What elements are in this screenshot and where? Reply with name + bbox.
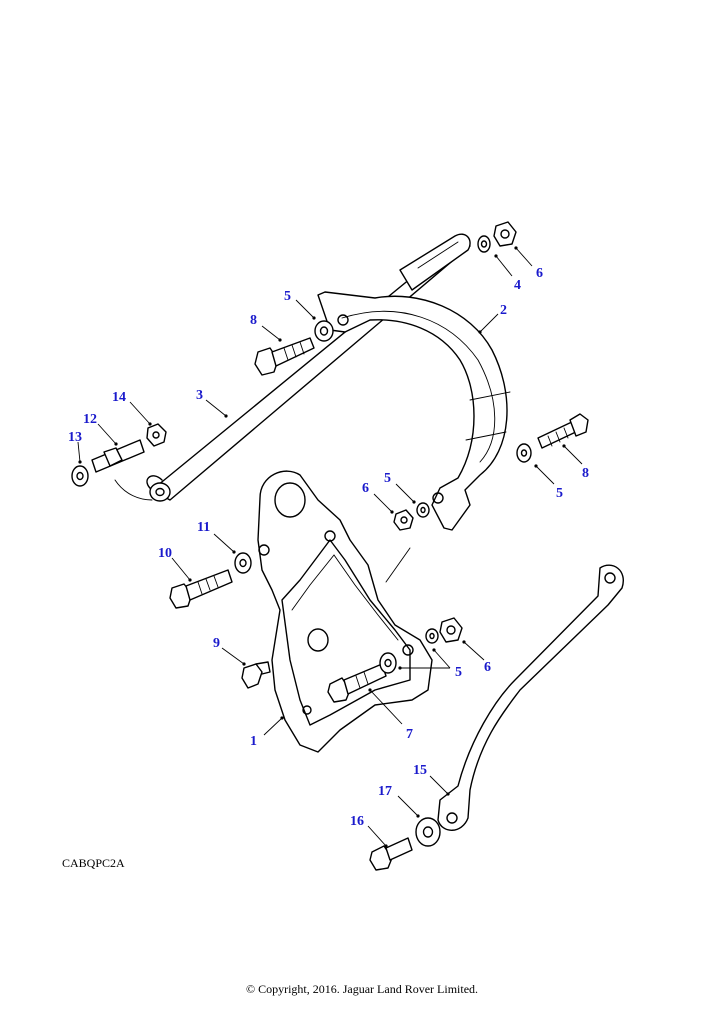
callout-6b: 6	[362, 481, 394, 514]
callout-13: 13	[68, 430, 82, 464]
washer-5-lower-right	[425, 628, 439, 644]
nut-6-lower	[439, 617, 463, 643]
bolt-8-upper	[254, 337, 315, 376]
svg-text:12: 12	[83, 412, 97, 427]
svg-text:17: 17	[378, 784, 392, 799]
svg-text:2: 2	[500, 303, 507, 318]
part-1-main-bracket	[257, 470, 433, 753]
washer-11	[234, 552, 252, 574]
callout-17: 17	[378, 784, 420, 818]
washer-5-upper	[314, 320, 334, 342]
svg-text:15: 15	[413, 763, 427, 778]
svg-text:8: 8	[582, 466, 589, 481]
callout-6c: 6	[462, 640, 491, 675]
callout-2: 2	[478, 303, 507, 334]
svg-text:7: 7	[406, 727, 413, 742]
washer-17	[415, 817, 441, 847]
part-15-stay-rod	[437, 564, 624, 831]
svg-text:6: 6	[536, 266, 543, 281]
callout-8b: 8	[562, 444, 589, 481]
svg-text:5: 5	[284, 289, 291, 304]
part-3-link-rod	[114, 233, 471, 502]
callout-15: 15	[413, 763, 450, 796]
callout-3: 3	[196, 388, 228, 418]
callout-5c: 5	[384, 471, 416, 504]
svg-text:11: 11	[197, 520, 210, 535]
svg-text:16: 16	[350, 814, 364, 829]
callout-7: 7	[368, 688, 413, 742]
washer-13	[71, 465, 89, 487]
svg-text:10: 10	[158, 546, 172, 561]
bolt-8-right	[537, 413, 589, 449]
svg-text:6: 6	[362, 481, 369, 496]
svg-text:6: 6	[484, 660, 491, 675]
bolt-10	[169, 569, 233, 609]
copyright-notice: © Copyright, 2016. Jaguar Land Rover Lim…	[245, 982, 479, 996]
washer-4	[477, 235, 491, 253]
washer-5-lower	[379, 652, 397, 674]
washer-5-right	[516, 443, 532, 463]
callout-16: 16	[350, 814, 388, 848]
bolt-7	[327, 663, 387, 703]
svg-text:1: 1	[250, 734, 257, 749]
callout-6a: 6	[514, 246, 543, 281]
bolt-9	[241, 661, 271, 689]
part-2-curved-bracket	[317, 291, 511, 531]
svg-text:4: 4	[514, 278, 521, 293]
svg-text:14: 14	[112, 390, 126, 405]
bolt-12	[91, 439, 145, 473]
svg-text:5: 5	[556, 486, 563, 501]
callout-5a: 5	[284, 289, 316, 320]
figure-code: CABQPC2A	[62, 856, 125, 870]
svg-text:8: 8	[250, 313, 257, 328]
nut-14	[146, 423, 167, 447]
washer-5-mid	[416, 502, 430, 518]
svg-text:9: 9	[213, 636, 220, 651]
callout-4: 4	[494, 254, 521, 293]
bolt-16	[369, 837, 413, 871]
callout-11: 11	[197, 520, 236, 554]
callout-5d: 5	[398, 648, 462, 680]
svg-text:5: 5	[384, 471, 391, 486]
callout-10: 10	[158, 546, 192, 582]
nut-6-mid	[393, 509, 414, 531]
nut-6-top	[493, 221, 517, 247]
callout-12: 12	[83, 412, 118, 446]
callout-9: 9	[213, 636, 246, 666]
callout-5b: 5	[534, 464, 563, 501]
callout-8a: 8	[250, 313, 282, 342]
svg-text:13: 13	[68, 430, 82, 445]
svg-text:3: 3	[196, 388, 203, 403]
callout-14: 14	[112, 390, 152, 426]
callout-1: 1	[250, 716, 284, 749]
svg-text:5: 5	[455, 665, 462, 680]
